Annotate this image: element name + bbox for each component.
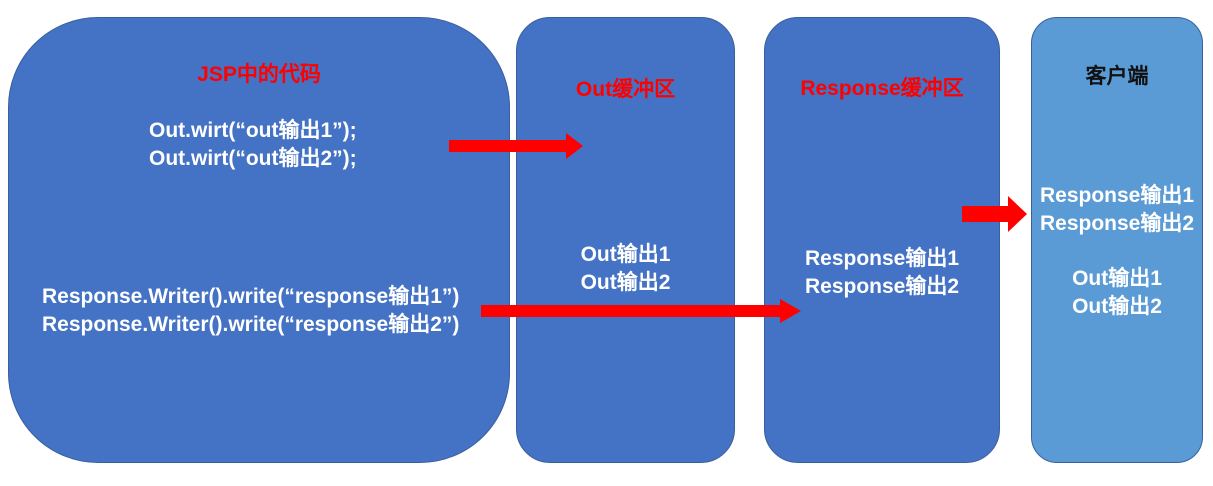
client-line-4: Out输出2 (1072, 295, 1162, 318)
response-buffer-box (764, 17, 1000, 463)
client-title: 客户端 (1085, 65, 1149, 88)
jsp-code-box (8, 17, 510, 463)
out-buffer-title: Out缓冲区 (575, 78, 676, 101)
client-line-2: Response输出2 (1039, 212, 1195, 235)
client-line-1: Response输出1 (1039, 184, 1195, 207)
jsp-box-title: JSP中的代码 (197, 63, 321, 86)
out-buffer-line-2: Out输出2 (580, 271, 671, 294)
client-line-3: Out输出1 (1072, 267, 1162, 290)
out-buffer-box (516, 17, 735, 463)
response-buffer-line-2: Response输出2 (804, 275, 960, 298)
response-buffer-title: Response缓冲区 (800, 77, 964, 100)
jsp-code-line-4: Response.Writer().write(“response输出2”) (42, 313, 460, 336)
jsp-code-line-1: Out.wirt(“out输出1”); (149, 119, 357, 142)
response-buffer-line-1: Response输出1 (804, 247, 960, 270)
jsp-code-line-3: Response.Writer().write(“response输出1”) (42, 285, 460, 308)
jsp-code-line-2: Out.wirt(“out输出2”); (149, 147, 357, 170)
out-buffer-line-1: Out输出1 (580, 243, 671, 266)
client-box (1031, 17, 1203, 463)
